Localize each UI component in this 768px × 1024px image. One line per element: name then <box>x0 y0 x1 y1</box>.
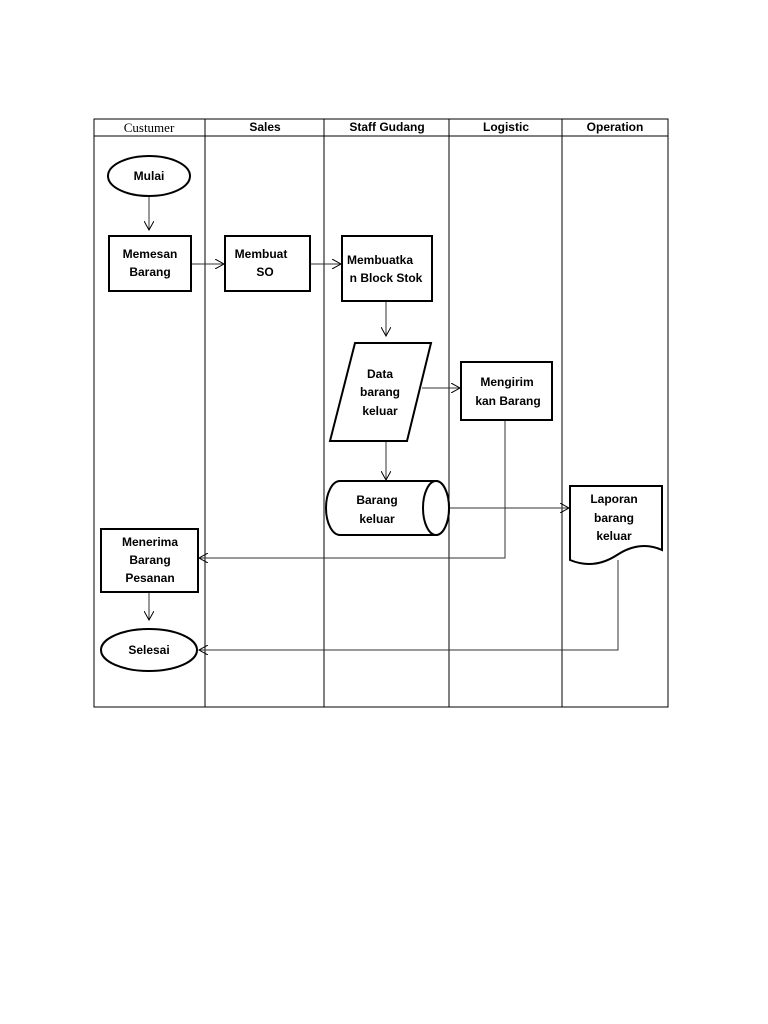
lane-header-logistic: Logistic <box>483 120 529 134</box>
process-label: SO <box>256 265 273 279</box>
lane-header-customer: Custumer <box>124 120 175 135</box>
process-label: Barang <box>129 265 170 279</box>
table-frame <box>93 118 669 708</box>
process-label: Mengirim <box>480 375 533 389</box>
lane-header-sales: Sales <box>249 120 281 134</box>
process-label: kan Barang <box>475 394 540 408</box>
end-label: Selesai <box>128 643 169 657</box>
lane-header-operation: Operation <box>587 120 644 134</box>
process-label: Menerima <box>122 535 178 549</box>
document-label: Laporan <box>590 492 637 506</box>
process-label: Memesan <box>123 247 178 261</box>
storage-label: Barang <box>356 493 397 507</box>
process-label: Pesanan <box>125 571 174 585</box>
process-label: n Block Stok <box>350 271 423 285</box>
process-label: Membuat <box>235 247 288 261</box>
document-label: keluar <box>596 529 632 543</box>
document-laporan <box>569 485 663 565</box>
process-block-stok <box>341 235 433 302</box>
data-label: keluar <box>362 404 398 418</box>
arrow-mengirim-to-menerima <box>199 421 506 558</box>
arrow-laporan-to-selesai <box>199 560 619 650</box>
start-terminator <box>107 155 191 197</box>
end-terminator <box>100 628 198 672</box>
lane-header-staff-gudang: Staff Gudang <box>349 120 424 134</box>
data-label: barang <box>360 385 400 399</box>
process-membuat-so <box>224 235 311 292</box>
process-label: Membuatka <box>347 253 413 267</box>
start-label: Mulai <box>134 169 165 183</box>
data-barang-keluar <box>328 342 433 442</box>
process-mengirimkan-barang <box>460 361 553 421</box>
document-label: barang <box>594 511 634 525</box>
storage-label: keluar <box>359 512 395 526</box>
process-memesan-barang <box>108 235 192 292</box>
process-label: Barang <box>129 553 170 567</box>
data-label: Data <box>367 367 393 381</box>
process-menerima-barang <box>100 528 199 593</box>
storage-cap <box>422 480 450 536</box>
